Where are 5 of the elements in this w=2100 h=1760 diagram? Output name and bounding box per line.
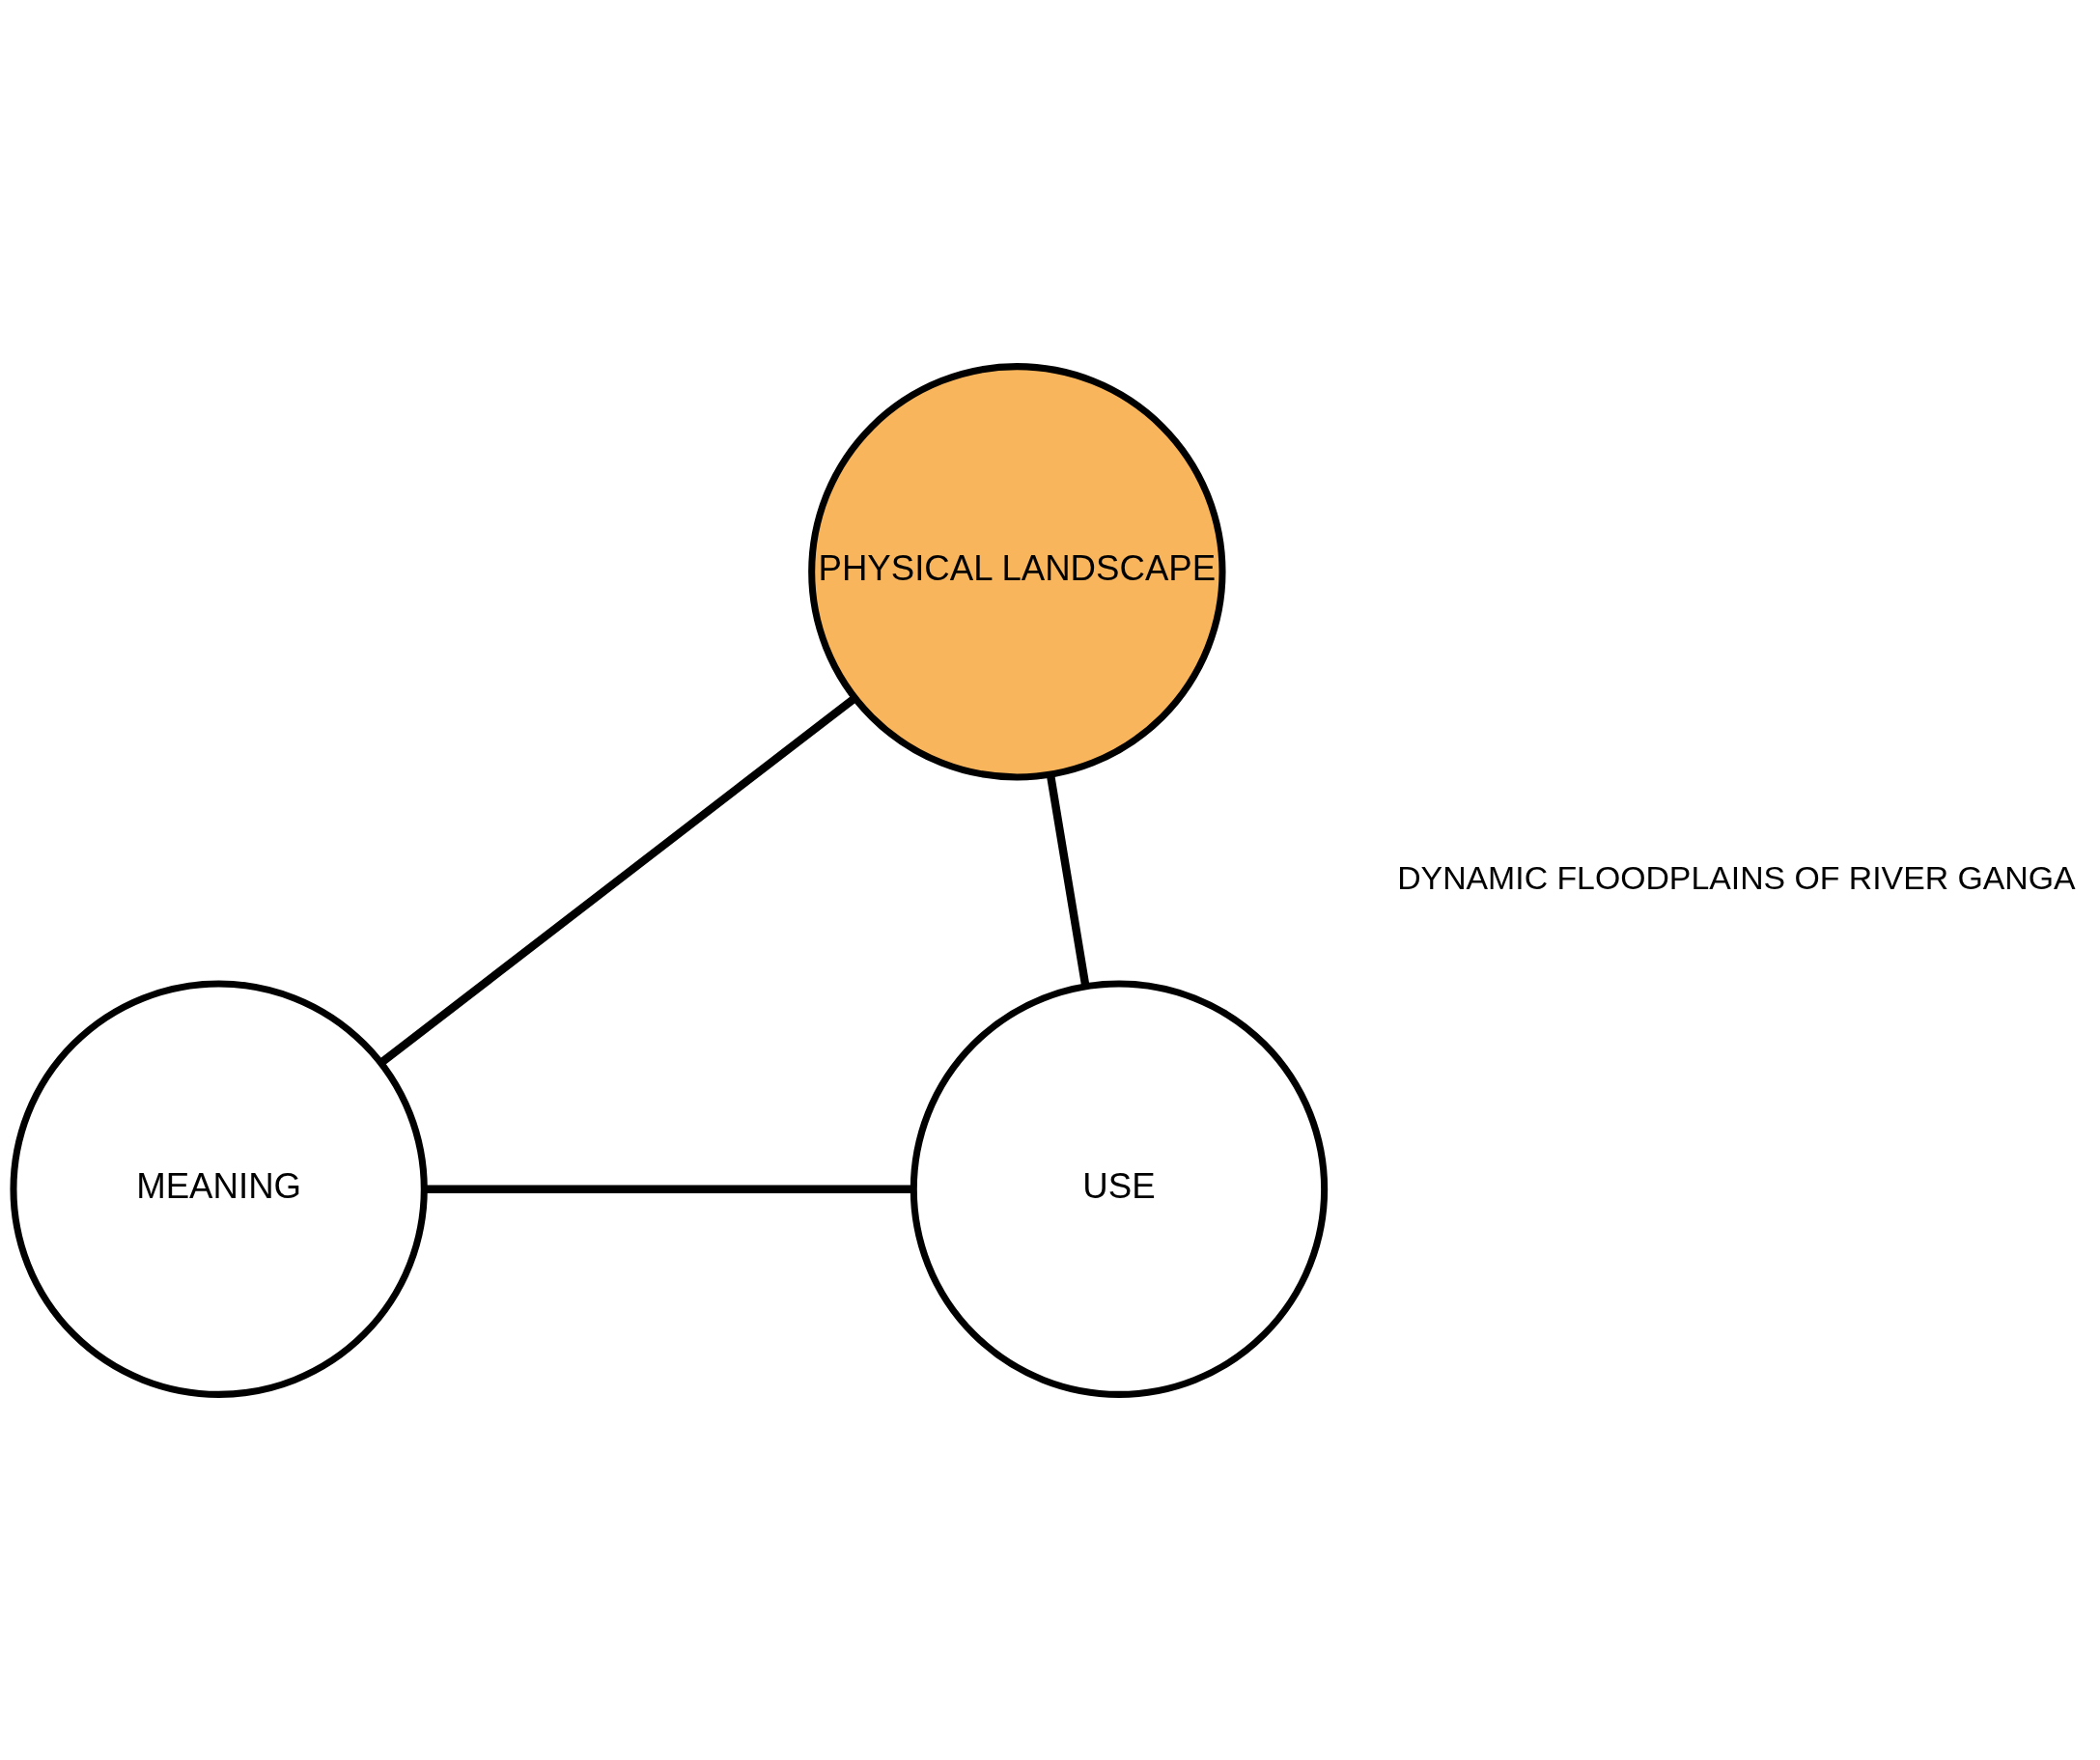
node-circle: PHYSICAL LANDSCAPE bbox=[808, 362, 1226, 780]
node-circle: MEANING bbox=[10, 980, 428, 1398]
connector bbox=[378, 694, 857, 1066]
label: DYNAMIC FLOODPLAINS OF RIVER GANGA bbox=[1397, 858, 2076, 896]
node-circle: USE bbox=[910, 980, 1329, 1398]
